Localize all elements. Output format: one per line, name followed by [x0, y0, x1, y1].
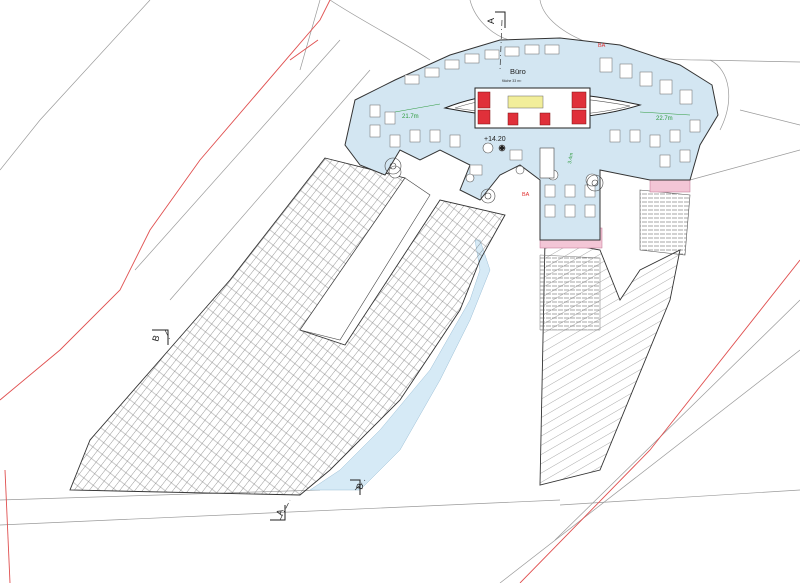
section-a-top-label: A: [486, 18, 496, 24]
section-b-left-label: B: [150, 334, 161, 342]
right-wing-seating: [539, 254, 601, 331]
pink-band-right: [649, 179, 691, 193]
spiral-stairs: [384, 157, 604, 204]
stair-yellow: [507, 95, 544, 109]
ba-top-label: BA: [598, 43, 606, 49]
section-b-bottom-label: B: [354, 482, 365, 490]
core-block: [474, 87, 591, 129]
elevation-marker-icon: [498, 144, 506, 152]
central-stair: [539, 147, 555, 179]
roof-inner-void: [299, 177, 431, 341]
roof-hatch-area: [69, 157, 506, 496]
desk-grid: [369, 44, 701, 218]
dimension-right-label: 22.7m: [656, 116, 673, 122]
section-ticks: [152, 11, 506, 521]
right-auditorium: [639, 189, 691, 256]
office-floor: [344, 37, 719, 241]
room-name-label: Büro: [510, 67, 526, 76]
section-a-bottom-label: A: [274, 508, 285, 516]
water-strip: [309, 239, 491, 491]
dimension-lines: [394, 103, 691, 116]
ba-center-label: BA: [522, 192, 530, 198]
dimension-mid-label: 3.4m: [567, 152, 575, 164]
elevation-label: +14.20: [484, 136, 506, 143]
red-service-rooms: [477, 91, 587, 126]
dimension-left-label: 21.7m: [402, 114, 419, 120]
room-area-label: fläche 33 m²: [502, 79, 522, 83]
